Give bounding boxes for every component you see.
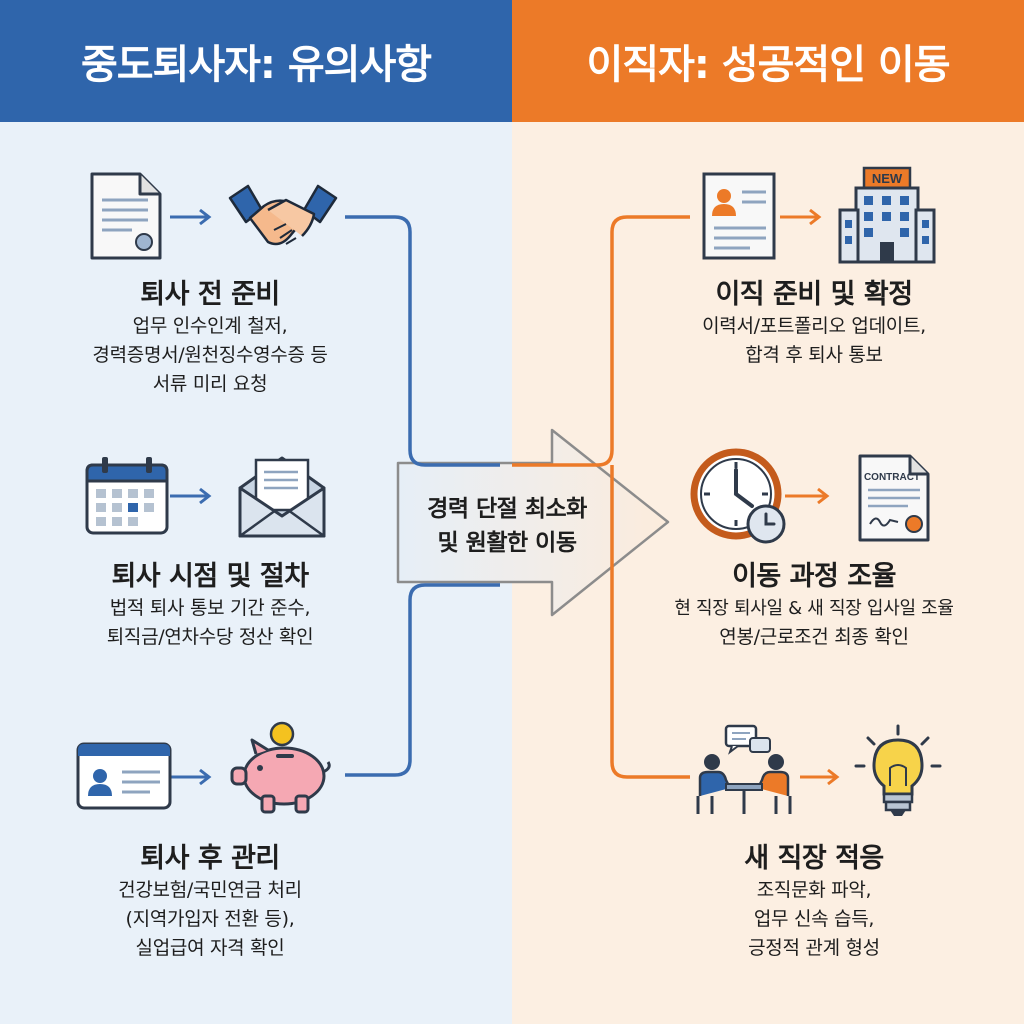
right-connector: [512, 215, 690, 779]
document-icon: [90, 172, 162, 260]
piggy-bank-icon: [230, 721, 331, 814]
right-step-3: 새 직장 적응 조직문화 파악, 업무 신속 습득, 긍정적 관계 형성: [614, 842, 1014, 963]
office-building-icon: NEW: [838, 166, 936, 264]
left-step-1-arrow: [170, 208, 212, 226]
left-connector-bottom: [345, 583, 500, 777]
left-step-3: 퇴사 후 관리 건강보험/국민연금 처리 (지역가입자 전환 등), 실업급여 …: [20, 842, 400, 963]
left-step-3-desc-line-1: 건강보험/국민연금 처리: [118, 879, 302, 901]
envelope-icon: [238, 456, 326, 538]
right-step-2-desc-line-2: 연봉/근로조건 최종 확인: [719, 626, 909, 648]
center-arrow-label: 경력 단절 최소화 및 원활한 이동: [392, 492, 622, 560]
left-step-2-desc-line-2: 퇴직금/연차수당 정산 확인: [106, 626, 314, 648]
contract-icon: CONTRACT: [858, 454, 930, 542]
left-header-title: 중도퇴사자: 유의사항: [80, 42, 432, 88]
lightbulb-icon: [854, 724, 942, 816]
right-step-3-title: 새 직장 적응: [744, 843, 884, 874]
right-step-1: 이직 준비 및 확정 이력서/포트폴리오 업데이트, 합격 후 퇴사 통보: [614, 278, 1014, 370]
left-step-2: 퇴사 시점 및 절차 법적 퇴사 통보 기간 준수, 퇴직금/연차수당 정산 확…: [20, 560, 400, 652]
left-step-1: 퇴사 전 준비 업무 인수인계 철저, 경력증명서/원천징수영수증 등 서류 미…: [20, 278, 400, 399]
contract-label-text: CONTRACT: [864, 472, 920, 483]
handshake-icon: [228, 184, 338, 246]
center-arrow: [396, 428, 670, 617]
left-step-1-desc-line-2: 경력증명서/원천징수영수증 등: [92, 344, 328, 366]
left-step-1-title: 퇴사 전 준비: [140, 279, 280, 310]
left-connector-top: [345, 215, 500, 467]
left-step-1-desc-line-3: 서류 미리 요청: [152, 373, 268, 395]
right-header-title: 이직자: 성공적인 이동: [586, 42, 950, 88]
center-label-line-1: 경력 단절 최소화: [427, 496, 587, 522]
resume-icon: [702, 172, 776, 260]
right-step-3-arrow: [800, 768, 840, 786]
left-step-2-desc-line-1: 법적 퇴사 통보 기간 준수,: [109, 597, 311, 619]
right-step-1-title: 이직 준비 및 확정: [715, 279, 913, 310]
meeting-icon: [696, 724, 792, 814]
right-step-3-desc-line-2: 업무 신속 습득,: [753, 908, 875, 930]
right-step-1-desc-line-1: 이력서/포트폴리오 업데이트,: [702, 315, 926, 337]
left-step-2-title: 퇴사 시점 및 절차: [111, 561, 309, 592]
left-header: 중도퇴사자: 유의사항: [0, 0, 512, 122]
left-step-3-title: 퇴사 후 관리: [140, 843, 280, 874]
left-step-3-desc-line-2: (지역가입자 전환 등),: [125, 908, 295, 930]
right-step-2-arrow: [785, 487, 830, 505]
right-header: 이직자: 성공적인 이동: [512, 0, 1024, 122]
building-sign-text: NEW: [872, 171, 903, 186]
right-step-1-desc-line-2: 합격 후 퇴사 통보: [745, 344, 883, 366]
clock-icon: [690, 448, 786, 544]
right-step-2: 이동 과정 조율 현 직장 퇴사일 & 새 직장 입사일 조율 연봉/근로조건 …: [614, 560, 1014, 652]
left-step-2-arrow: [170, 487, 212, 505]
right-step-3-desc-line-1: 조직문화 파악,: [756, 879, 872, 901]
right-step-3-desc-line-3: 긍정적 관계 형성: [748, 937, 880, 959]
left-step-3-desc-line-3: 실업급여 자격 확인: [135, 937, 285, 959]
right-step-2-title: 이동 과정 조율: [732, 561, 896, 592]
left-step-1-desc-line-1: 업무 인수인계 철저,: [132, 315, 288, 337]
center-label-line-2: 및 원활한 이동: [437, 530, 577, 556]
right-step-2-desc-line-1: 현 직장 퇴사일 & 새 직장 입사일 조율: [674, 598, 954, 619]
calendar-icon: [85, 457, 169, 535]
left-step-3-arrow: [170, 768, 212, 786]
right-step-1-arrow: [780, 208, 822, 226]
id-card-icon: [76, 742, 172, 810]
